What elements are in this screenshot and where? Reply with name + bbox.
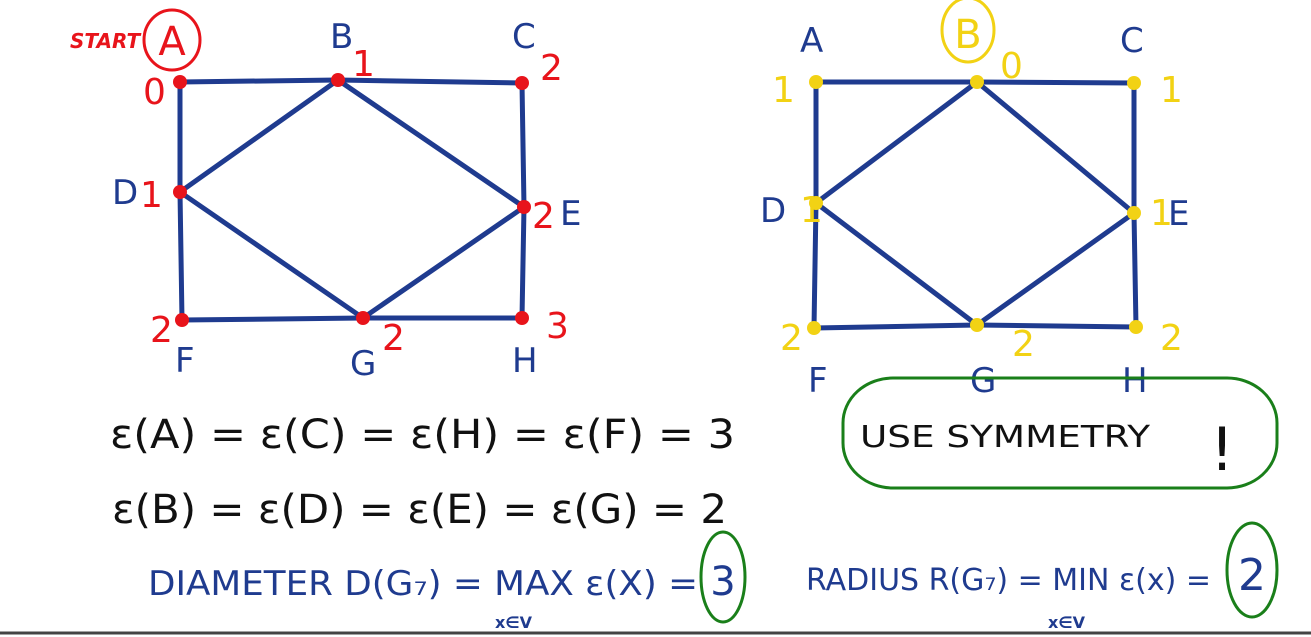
graph-b-vertex-E [1127,206,1141,220]
symmetry-note-box [841,376,1279,490]
graph-b-distance-B: 0 [1000,46,1023,87]
graph-a-vertex-label-H: H [512,341,538,381]
graph-a-edge-G-F [179,315,366,323]
graph-b-edge-F-D [811,200,819,331]
graph-a-distance-H: 3 [546,306,569,347]
graph-a-vertex-label-C: C [512,17,536,57]
graph-b-edges [811,79,1139,331]
graph-b-distance-A: 1 [772,70,795,111]
graph-a-vertex-C [515,76,529,90]
graph-b-vertex-label-A: A [800,21,823,61]
graph-b-vertex-label-F: F [808,361,828,401]
graph-b-vertex-D [809,196,823,210]
graph-b-vertex-A [809,75,823,89]
graph-a-title-circle [142,8,202,72]
graph-b-vertex-F [807,321,821,335]
graph-a-edge-B-C [335,77,525,86]
eccentricity-line-1: ε(A) = ε(C) = ε(H) = ε(F) = 3 [110,412,735,458]
graph-a-vertex-label-G: G [350,344,376,384]
graph-a-distance-D: 1 [140,175,163,216]
graph-a-distance-G: 2 [382,318,405,359]
graph-a-edge-A-B [177,77,341,85]
graph-b-edge-B-D [813,79,980,206]
graph-a-vertex-D [173,185,187,199]
graph-a-vertex-label-D: D [112,173,138,213]
graph-b-edge-G-F [811,322,980,331]
graph-a-distance-F: 2 [150,310,173,351]
graph-b-edge-B-E [974,79,1137,216]
graph-a-edge-F-D [177,189,185,323]
graph-a-edge-C-E [519,80,527,210]
graph-b-distance-C: 1 [1160,70,1183,111]
graph-a-vertex-F [175,313,189,327]
graph-b-distance-G: 2 [1012,324,1035,365]
graph-b-edge-D-G [813,200,980,328]
graph-b-distance-H: 2 [1160,318,1183,359]
graph-a-edge-D-G [177,189,366,321]
graph-b-vertex-label-C: C [1120,21,1144,61]
symmetry-note-text: USE SYMMETRY [860,420,1151,455]
graph-b-vertex-B [970,75,984,89]
graph-a-vertex-label-E: E [560,194,581,234]
diameter-value-circle [699,530,747,624]
graph-a-vertex-B [331,73,345,87]
graph-a-vertex-A [173,75,187,89]
graph-b-vertex-label-D: D [760,191,786,231]
graph-b-vertex-label-E: E [1168,194,1189,234]
graph-a-vertex-E [517,200,531,214]
graph-a-title: A [158,19,186,65]
graph-a-distance-E: 2 [532,196,555,237]
graph-a-edge-E-H [519,204,527,321]
graph-a-distance-B: 1 [352,44,375,85]
graph-a-distance-C: 2 [540,48,563,89]
diameter-value: 3 [710,559,735,605]
graph-b-title-circle [940,0,996,64]
graph-b-vertex-G [970,318,984,332]
graph-b-edge-E-H [1131,210,1139,330]
graph-a-edge-B-E [335,77,527,210]
radius-value: 2 [1238,550,1266,601]
graph-b-vertex-label-H: H [1122,361,1148,401]
graph-b-distance-E: 1 [1150,193,1173,234]
graph-a-edge-E-G [360,204,527,321]
graph-b-edge-E-G [974,210,1137,328]
graph-a-vertex-G [356,311,370,325]
radius-subscript: x∈V [1048,613,1086,632]
graph-b-distance-D: 1 [800,190,823,231]
radius-value-circle [1225,521,1279,619]
graph-a-vertex-label-F: F [175,341,195,381]
radius-formula: RADIUS R(G₇) = MIN ε(x) = [806,563,1211,598]
graph-b-distance-F: 2 [780,318,803,359]
graph-b-vertex-label-G: G [970,361,996,401]
graph-a-vertex-H [515,311,529,325]
symmetry-note-mark: ! [1210,415,1234,485]
diameter-formula: DIAMETER D(G₇) = MAX ε(X) = [148,564,698,604]
graph-b-edge-H-G [974,322,1139,330]
graph-a-edges [177,77,527,323]
graph-a-vertex-label-B: B [330,17,353,57]
graph-b-title: B [954,12,981,58]
graph-a-distance-A: 0 [143,72,166,113]
graph-a-edge-B-D [177,77,341,195]
eccentricity-line-2: ε(B) = ε(D) = ε(E) = ε(G) = 2 [112,487,727,533]
start-label: START [70,29,141,53]
graph-b-vertex-C [1127,76,1141,90]
graph-b-edge-B-C [974,79,1137,86]
diameter-subscript: x∈V [495,613,533,632]
graph-b-vertex-H [1129,320,1143,334]
